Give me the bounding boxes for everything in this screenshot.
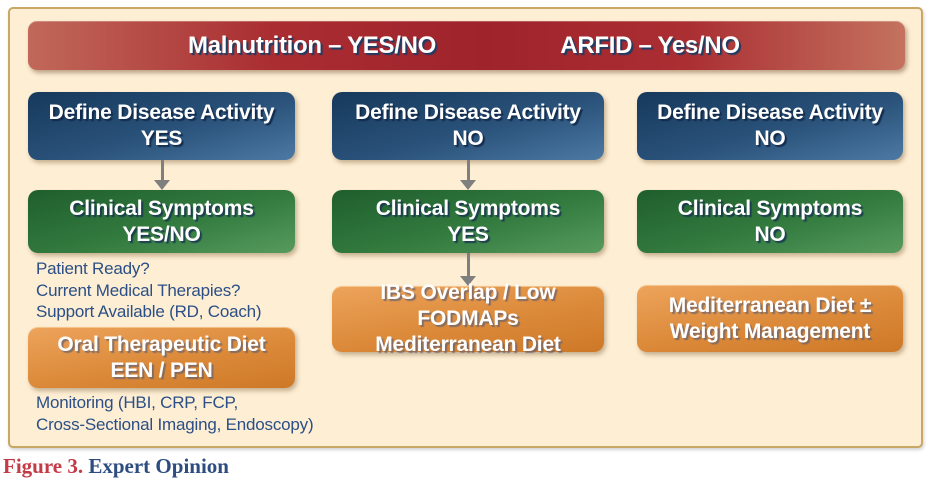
arrow-down-icon — [460, 253, 476, 286]
col3-clinical-symptoms-line2: NO — [754, 222, 786, 246]
monitoring-line2: Cross-Sectional Imaging, Endoscopy) — [36, 414, 314, 434]
arrow-down-icon — [154, 160, 170, 190]
col3-outcome-box: Mediterranean Diet ± Weight Management — [637, 285, 903, 352]
col1-clinical-symptoms-line1: Clinical Symptoms — [69, 196, 254, 220]
col1-outcome-box: Oral Therapeutic Diet EEN / PEN — [28, 327, 295, 388]
col1-notes: Patient Ready? Current Medical Therapies… — [36, 258, 262, 323]
col2-clinical-symptoms-line1: Clinical Symptoms — [375, 196, 561, 220]
col1-disease-activity-line1: Define Disease Activity — [48, 101, 275, 124]
col1-clinical-symptoms-box: Clinical Symptoms YES/NO — [28, 190, 295, 253]
col2-outcome-box: IBS Overlap / Low FODMAPs Mediterranean … — [332, 281, 604, 356]
figure-title: Expert Opinion — [88, 454, 229, 478]
col1-clinical-symptoms-line2: YES/NO — [122, 222, 201, 246]
arfid-label: ARFID – Yes/NO — [560, 32, 740, 59]
arrow-down-icon — [460, 160, 476, 190]
col1-outcome-line1: Oral Therapeutic Diet — [57, 332, 266, 356]
col2-disease-activity-box: Define Disease Activity NO — [332, 92, 604, 160]
col2-disease-activity-line1: Define Disease Activity — [355, 101, 581, 124]
malnutrition-label: Malnutrition – YES/NO — [188, 32, 436, 59]
note-current-therapies: Current Medical Therapies? — [36, 280, 241, 300]
col2-outcome-line2: Mediterranean Diet — [375, 333, 561, 356]
note-patient-ready: Patient Ready? — [36, 259, 150, 278]
note-support-available: Support Available (RD, Coach) — [36, 302, 262, 321]
col3-clinical-symptoms-box: Clinical Symptoms NO — [637, 190, 903, 253]
col2-clinical-symptoms-box: Clinical Symptoms YES — [332, 190, 604, 253]
col3-clinical-symptoms-line1: Clinical Symptoms — [677, 196, 863, 220]
header-bar: Malnutrition – YES/NO ARFID – Yes/NO — [28, 21, 905, 70]
col2-clinical-symptoms-line2: YES — [447, 222, 489, 246]
col1-monitoring: Monitoring (HBI, CRP, FCP, Cross-Section… — [36, 392, 314, 435]
col1-disease-activity-line2: YES — [140, 127, 183, 150]
figure-caption: Figure 3. Expert Opinion — [3, 454, 229, 479]
col3-disease-activity-line1: Define Disease Activity — [657, 101, 883, 124]
monitoring-line1: Monitoring (HBI, CRP, FCP, — [36, 393, 239, 412]
col2-outcome-line1: IBS Overlap / Low FODMAPs — [380, 281, 556, 330]
col1-outcome-line2: EEN / PEN — [110, 358, 213, 382]
col3-disease-activity-line2: NO — [754, 127, 786, 150]
col3-disease-activity-box: Define Disease Activity NO — [637, 92, 903, 160]
col2-disease-activity-line2: NO — [452, 127, 484, 150]
col3-outcome-line1: Mediterranean Diet ± — [668, 293, 872, 317]
col3-outcome-line2: Weight Management — [669, 319, 871, 343]
col1-disease-activity-box: Define Disease Activity YES — [28, 92, 295, 160]
figure-number-label: Figure 3. — [3, 454, 84, 478]
